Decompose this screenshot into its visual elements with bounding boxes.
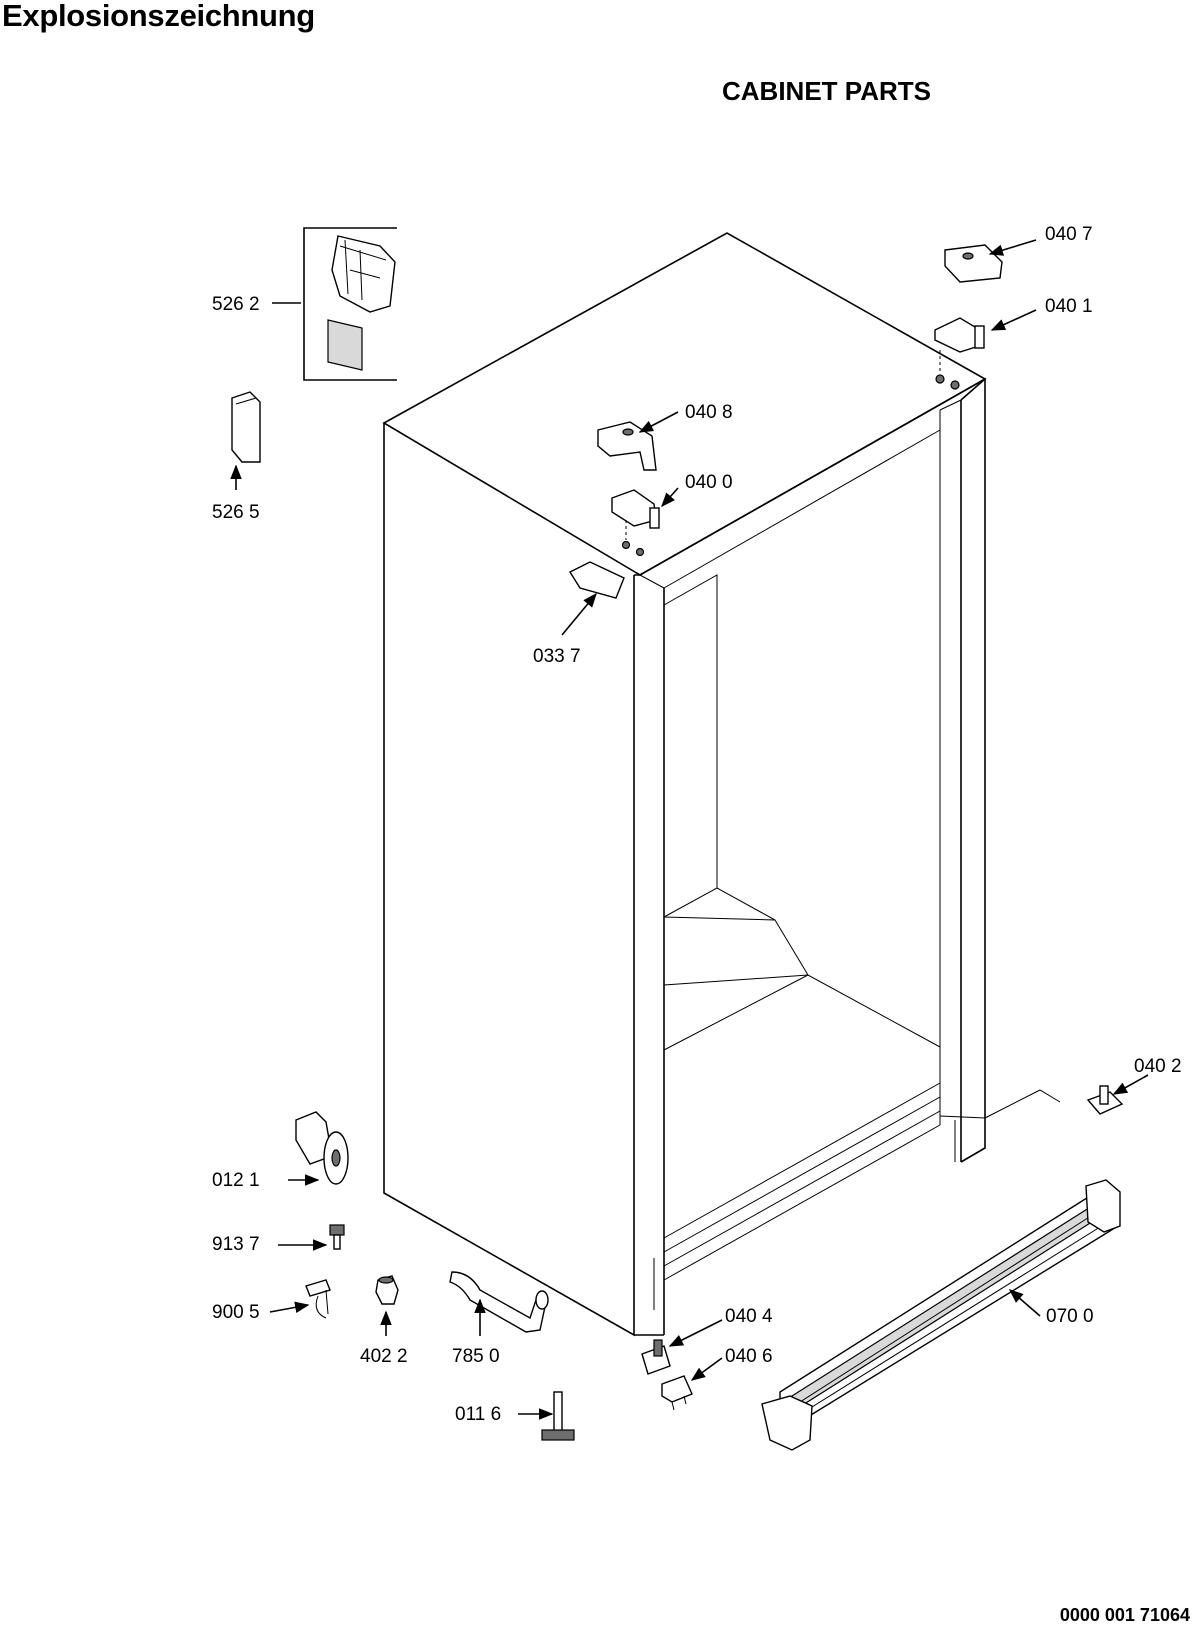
callout-0406: 040 6 xyxy=(725,1346,773,1367)
callout-9137: 913 7 xyxy=(212,1234,260,1255)
screw-part xyxy=(329,1224,345,1250)
leader-0407 xyxy=(988,239,1037,256)
leader-0400 xyxy=(661,487,679,508)
callout-0404: 040 4 xyxy=(725,1306,773,1327)
cabinet-body xyxy=(382,232,1061,1337)
callout-4022: 402 2 xyxy=(360,1346,408,1367)
leader-0337 xyxy=(561,592,597,636)
callout-9005: 900 5 xyxy=(212,1302,260,1323)
page-title: Explosionszeichnung xyxy=(2,0,315,33)
bottom-hinge-part xyxy=(1086,1085,1124,1115)
lower-cap-part xyxy=(661,1375,693,1411)
leveling-foot-part xyxy=(541,1391,575,1441)
grommet-part xyxy=(375,1275,399,1305)
callout-7850: 785 0 xyxy=(452,1346,500,1367)
middle-hinge-part xyxy=(611,489,660,540)
hinge-cover-part xyxy=(944,244,1003,283)
roller-part xyxy=(295,1111,349,1185)
drain-tube-part xyxy=(449,1271,549,1333)
callout-0116: 011 6 xyxy=(455,1404,501,1425)
callout-0400: 040 0 xyxy=(685,472,733,493)
hinge-cover-middle-part xyxy=(597,421,657,471)
drawing-number: 0000 001 71064 xyxy=(1059,1605,1190,1625)
cable-clip-part xyxy=(305,1279,331,1319)
section-title: CABINET PARTS xyxy=(722,76,931,106)
callout-0121: 012 1 xyxy=(212,1170,260,1191)
leader-0401 xyxy=(990,309,1037,331)
leader-0404 xyxy=(668,1319,723,1347)
callout-5262: 526 2 xyxy=(212,294,260,315)
leader-0408 xyxy=(638,411,679,433)
leader-0402 xyxy=(1112,1074,1149,1095)
lower-hinge-pin-part xyxy=(641,1339,671,1375)
callout-5265: 526 5 xyxy=(212,502,260,523)
control-housing-part xyxy=(303,227,397,381)
callout-0402: 040 2 xyxy=(1134,1056,1182,1077)
top-hinge-part xyxy=(934,317,985,372)
leader-9005 xyxy=(269,1301,310,1314)
clip-part xyxy=(568,561,625,599)
callout-0700: 070 0 xyxy=(1046,1306,1094,1327)
cover-plate-part xyxy=(231,391,261,463)
callout-0401: 040 1 xyxy=(1045,296,1093,317)
leader-0700 xyxy=(1008,1289,1041,1317)
callout-0337: 033 7 xyxy=(533,646,581,667)
callout-0407: 040 7 xyxy=(1045,224,1093,245)
leader-0406 xyxy=(690,1357,723,1381)
base-grille-part xyxy=(761,1179,1121,1451)
callout-0408: 040 8 xyxy=(685,402,733,423)
